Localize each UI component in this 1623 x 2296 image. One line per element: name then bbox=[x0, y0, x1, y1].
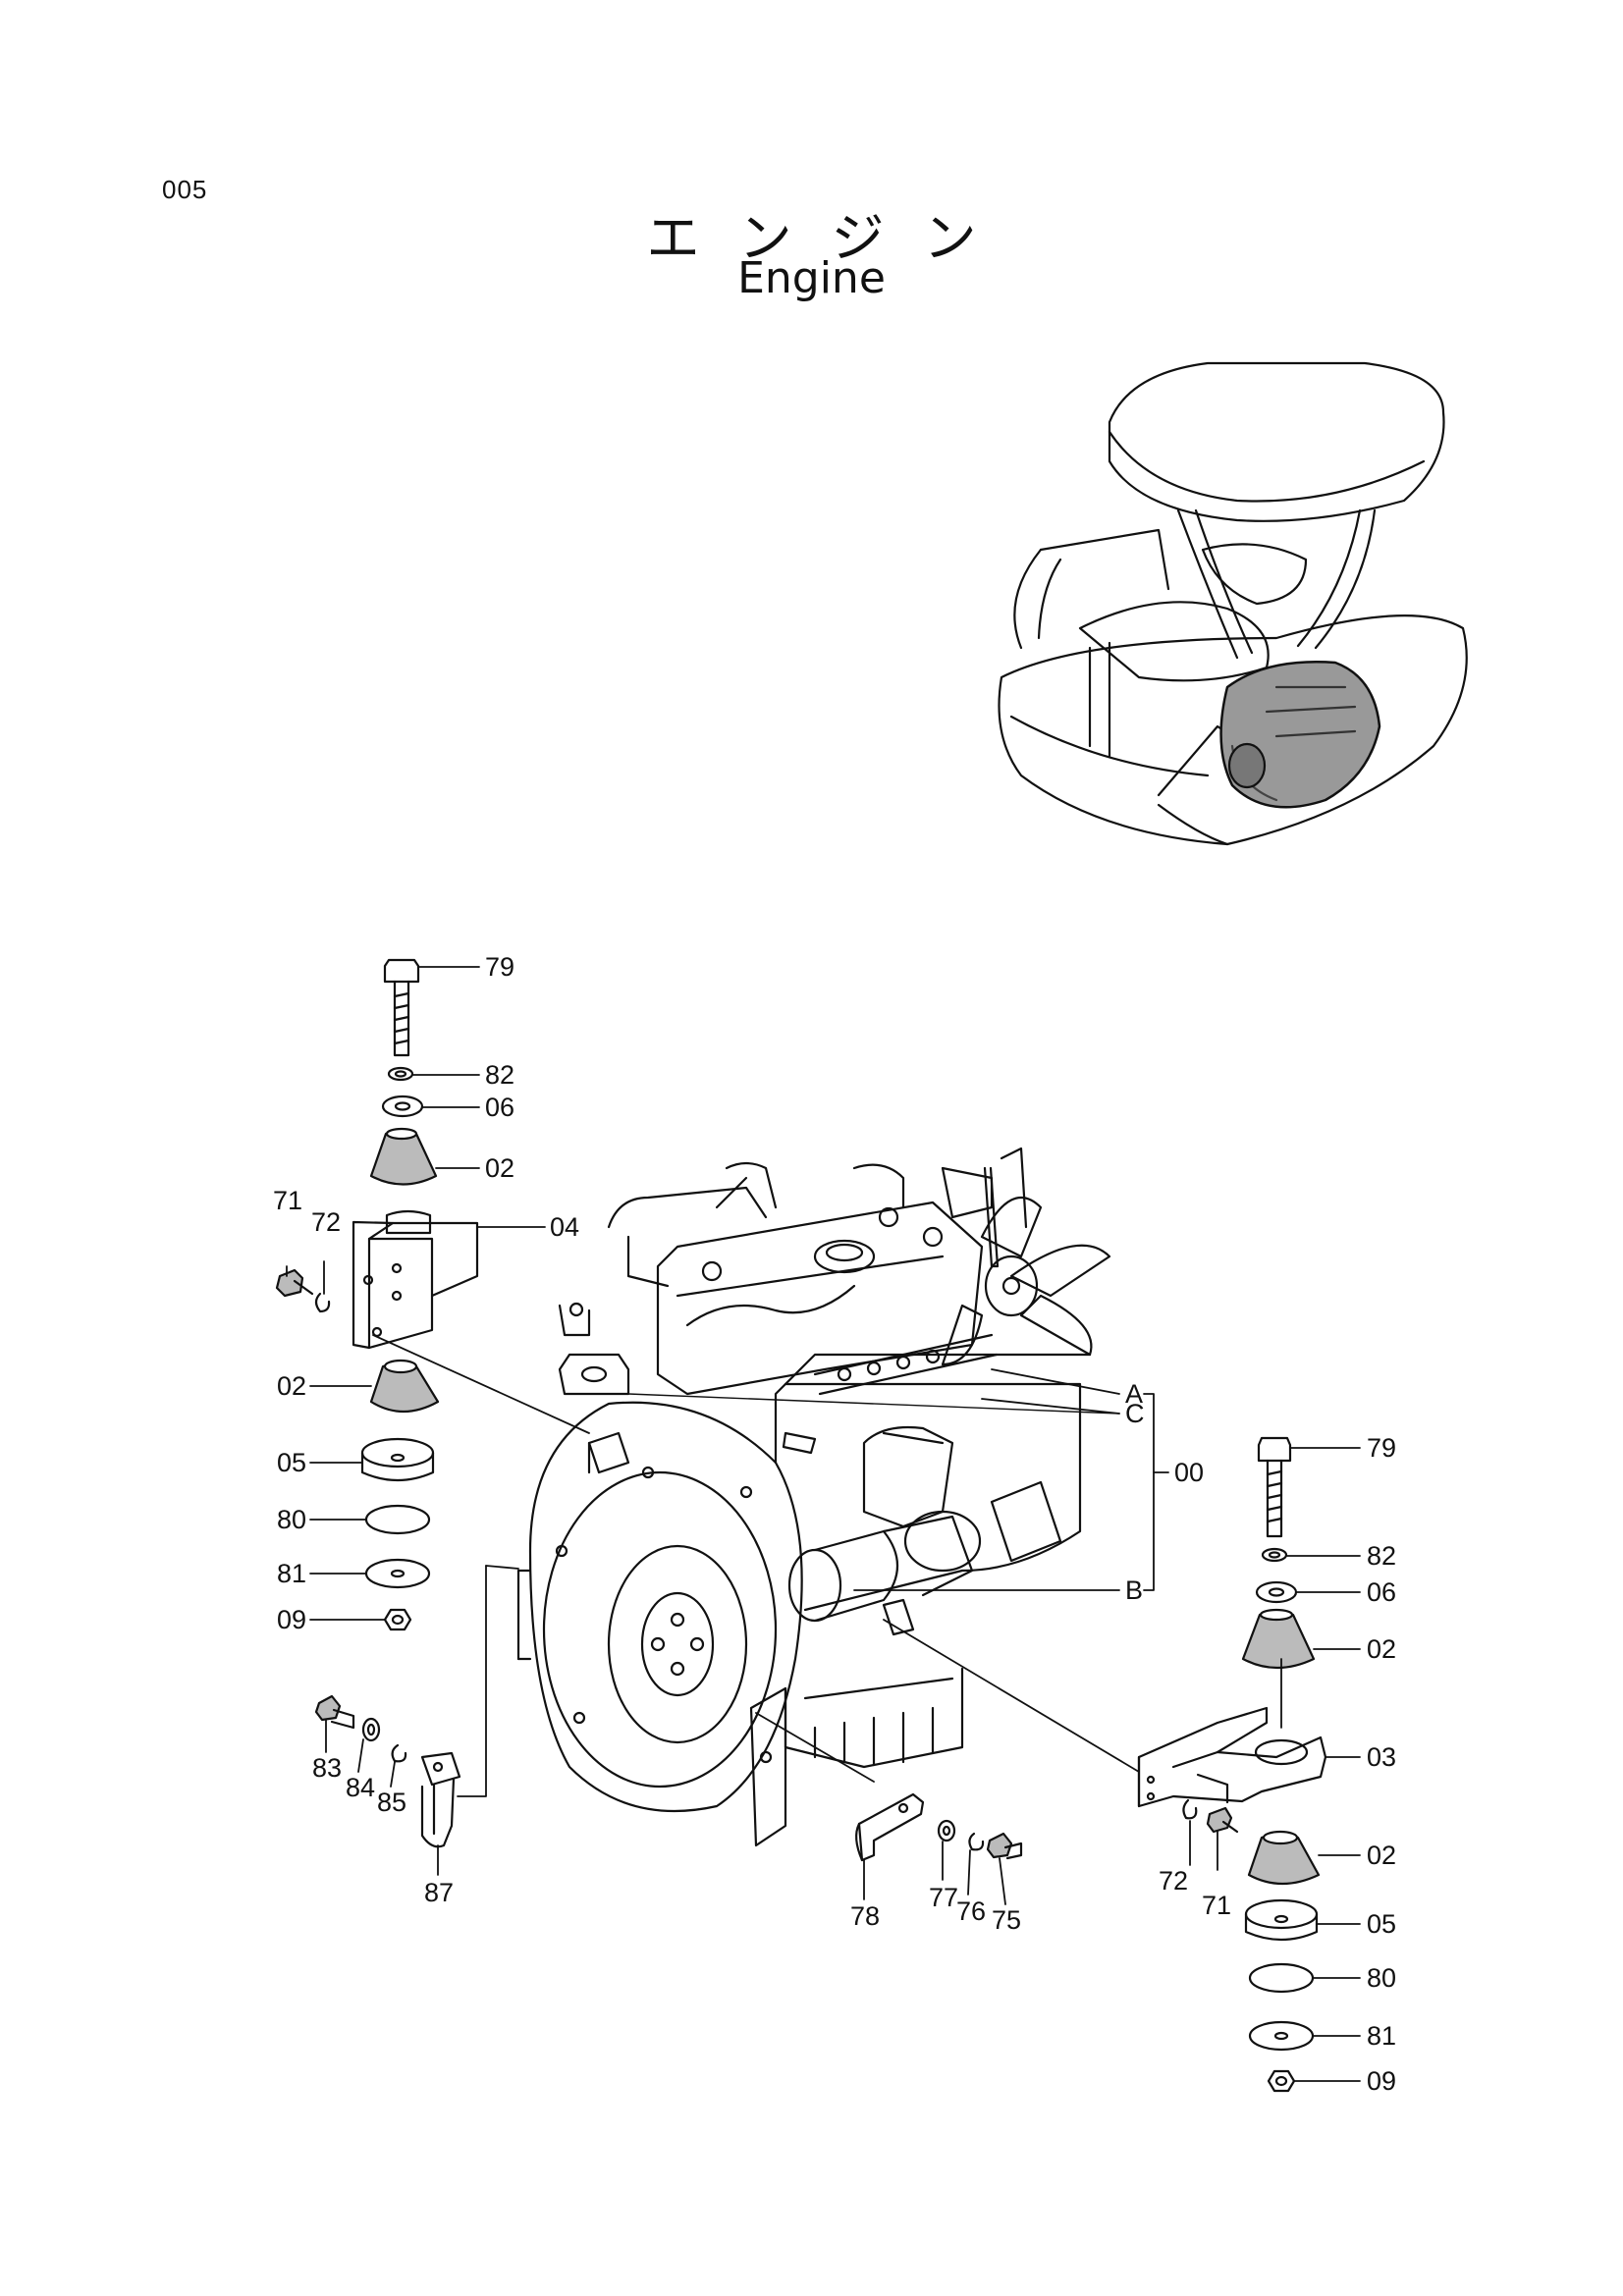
page-number: 005 bbox=[162, 175, 208, 204]
callout-06-left-washer: 06 bbox=[485, 1093, 514, 1122]
callout-72-left-lockwasher: 72 bbox=[311, 1207, 341, 1237]
callout-85-lockwasher: 85 bbox=[377, 1788, 406, 1817]
callout-79-right-bolt: 79 bbox=[1367, 1433, 1396, 1463]
harness-bracket-parts bbox=[314, 1694, 461, 1848]
callout-78-clamp: 78 bbox=[850, 1901, 880, 1931]
callout-00-engine: 00 bbox=[1174, 1458, 1204, 1487]
callout-72-right-lockwasher: 72 bbox=[1159, 1866, 1188, 1896]
callout-03-right-bracket: 03 bbox=[1367, 1742, 1396, 1772]
callout-09-right-nut: 09 bbox=[1367, 2066, 1396, 2096]
callout-06-right-washer: 06 bbox=[1367, 1577, 1396, 1607]
callout-02-left-lower-cone: 02 bbox=[277, 1371, 306, 1401]
callout-B: B bbox=[1125, 1575, 1143, 1605]
callout-75-bolt: 75 bbox=[992, 1905, 1021, 1935]
callout-81-right-plate: 81 bbox=[1367, 2021, 1396, 2051]
callout-71-right-bolt: 71 bbox=[1202, 1891, 1231, 1920]
leader-lines bbox=[286, 966, 1361, 2082]
callout-84-washer: 84 bbox=[346, 1773, 375, 1802]
page-title-japanese: エンジン bbox=[646, 207, 1016, 269]
right-mount-assembly bbox=[1137, 1436, 1327, 2093]
callout-82-left-washer: 82 bbox=[485, 1060, 514, 1090]
callout-C: C bbox=[1125, 1399, 1145, 1428]
callout-A: A bbox=[1125, 1379, 1143, 1409]
callout-80-left-plate: 80 bbox=[277, 1505, 306, 1534]
machine-locator-illustration bbox=[998, 361, 1468, 846]
callout-04-left-bracket: 04 bbox=[550, 1212, 579, 1242]
callout-79-left-bolt: 79 bbox=[485, 952, 514, 982]
engine-assembly bbox=[516, 1147, 1111, 1847]
left-mount-assembly bbox=[275, 958, 479, 1631]
callout-02-right-lower-cone: 02 bbox=[1367, 1841, 1396, 1870]
callout-09-left-nut: 09 bbox=[277, 1605, 306, 1634]
callout-02-right-upper-cone: 02 bbox=[1367, 1634, 1396, 1664]
clamp-parts bbox=[855, 1792, 1023, 1862]
callout-81-left-plate: 81 bbox=[277, 1559, 306, 1588]
callout-76-lockwasher: 76 bbox=[956, 1896, 986, 1926]
callout-labels: 79 82 06 02 04 71 72 02 05 80 81 09 A C … bbox=[273, 952, 1396, 2096]
callout-80-right-plate: 80 bbox=[1367, 1963, 1396, 1993]
callout-05-right-cup: 05 bbox=[1367, 1909, 1396, 1939]
callout-77-washer: 77 bbox=[929, 1883, 958, 1912]
callout-71-left-bolt: 71 bbox=[273, 1186, 302, 1215]
callout-02-left-upper-cone: 02 bbox=[485, 1153, 514, 1183]
callout-05-left-cup: 05 bbox=[277, 1448, 306, 1477]
callout-87-clip: 87 bbox=[424, 1878, 454, 1907]
callout-82-right-washer: 82 bbox=[1367, 1541, 1396, 1571]
page-title-english: Engine bbox=[737, 253, 886, 303]
callout-83-bolt: 83 bbox=[312, 1753, 342, 1783]
